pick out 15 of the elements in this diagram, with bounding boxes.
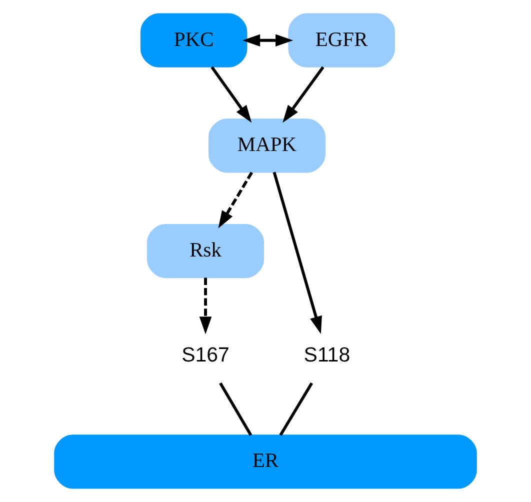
node-text: S118 [304,344,350,367]
arrow [242,34,294,46]
node-text: S167 [182,344,230,367]
node-box: EGFR [288,13,395,68]
arrow [282,66,324,123]
node-box: ER [54,434,477,489]
node-box: Rsk [147,224,264,278]
node-box: MAPK [208,118,326,173]
connector [279,382,313,436]
arrow [218,172,254,228]
arrow [199,278,212,334]
arrow [272,172,322,334]
node-box: PKC [140,13,248,68]
connector [219,382,252,436]
arrow [210,66,252,123]
